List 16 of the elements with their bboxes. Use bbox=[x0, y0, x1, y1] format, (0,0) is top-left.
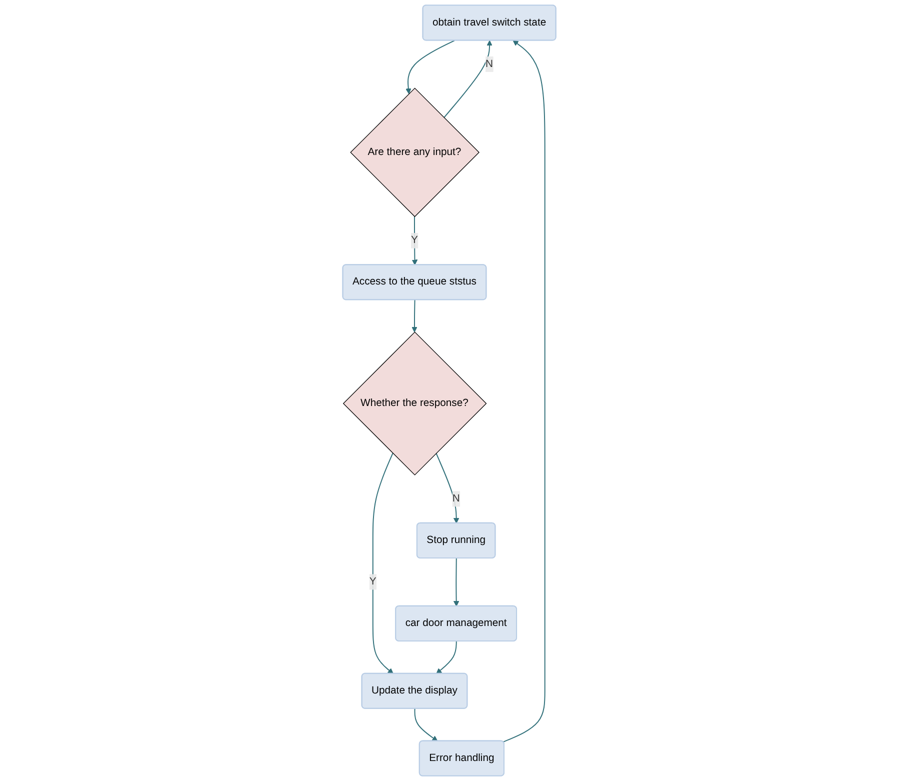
node-diamond: Whether the response? bbox=[343, 332, 487, 476]
arrow bbox=[444, 40, 493, 118]
arrow bbox=[502, 40, 546, 742]
arrow bbox=[414, 708, 438, 742]
arrow bbox=[372, 452, 394, 674]
arrow bbox=[436, 452, 460, 524]
edge-label: N bbox=[486, 58, 494, 70]
node-diamond: Are there any input? bbox=[350, 88, 480, 218]
edge-label: Y bbox=[370, 576, 377, 588]
arrow bbox=[436, 640, 458, 674]
edge-label: N bbox=[452, 493, 460, 504]
edge-label: Y bbox=[411, 234, 418, 246]
arrow bbox=[406, 40, 456, 94]
arrow bbox=[454, 558, 460, 606]
arrow bbox=[412, 299, 418, 332]
arrow bbox=[412, 216, 418, 266]
